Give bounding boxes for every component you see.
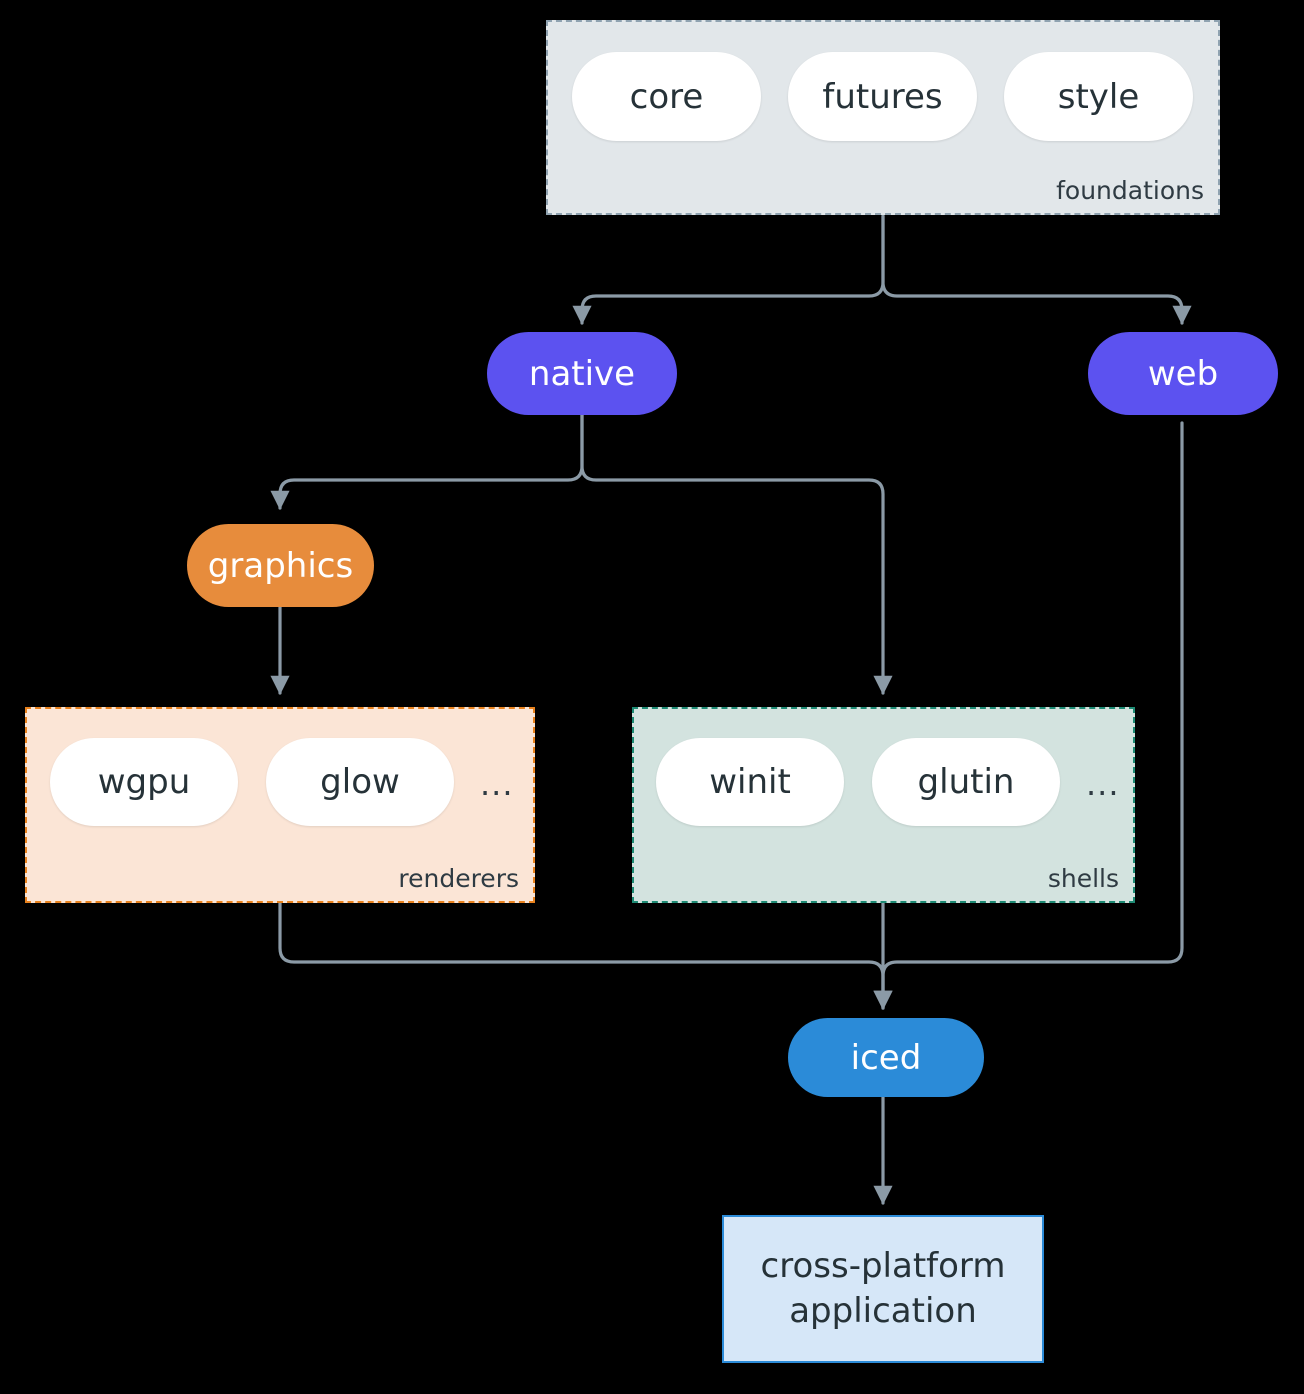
output-line-2: application: [789, 1291, 977, 1331]
pill-core-label: core: [629, 76, 704, 117]
pill-wgpu[interactable]: wgpu: [50, 738, 238, 826]
node-iced-label: iced: [850, 1037, 922, 1078]
pill-core[interactable]: core: [572, 52, 761, 141]
node-native[interactable]: native: [487, 332, 677, 415]
cluster-label-foundations: foundations: [1056, 176, 1204, 205]
edge-native-graphics: [270, 413, 584, 510]
pill-glow[interactable]: glow: [266, 738, 454, 826]
edge-renderers-iced: [278, 901, 893, 1010]
node-web[interactable]: web: [1088, 332, 1278, 415]
node-graphics[interactable]: graphics: [187, 524, 374, 607]
node-iced[interactable]: iced: [788, 1018, 984, 1097]
pill-glutin-label: glutin: [917, 762, 1015, 802]
pill-ellipsis-shells: ...: [1086, 765, 1120, 803]
pill-glow-label: glow: [320, 762, 400, 802]
pill-glutin[interactable]: glutin: [872, 738, 1060, 826]
edge-native-shells: [580, 413, 893, 695]
pill-futures[interactable]: futures: [788, 52, 977, 141]
pill-style[interactable]: style: [1004, 52, 1193, 141]
pill-winit-label: winit: [709, 762, 791, 802]
cluster-label-renderers: renderers: [398, 864, 519, 893]
node-web-label: web: [1147, 353, 1219, 394]
pill-winit[interactable]: winit: [656, 738, 844, 826]
output-line-1: cross-platform: [760, 1246, 1006, 1287]
cluster-label-shells: shells: [1047, 864, 1119, 893]
pill-ellipsis-renderers: ...: [480, 765, 514, 803]
pill-futures-label: futures: [822, 76, 943, 117]
edge-foundations-native: [572, 214, 885, 325]
pill-wgpu-label: wgpu: [97, 762, 191, 802]
node-graphics-label: graphics: [207, 545, 354, 586]
node-native-label: native: [528, 353, 636, 394]
node-cross-platform-application[interactable]: cross-platform application: [722, 1215, 1044, 1363]
edge-foundations-web: [881, 214, 1192, 325]
pill-style-label: style: [1057, 76, 1140, 117]
